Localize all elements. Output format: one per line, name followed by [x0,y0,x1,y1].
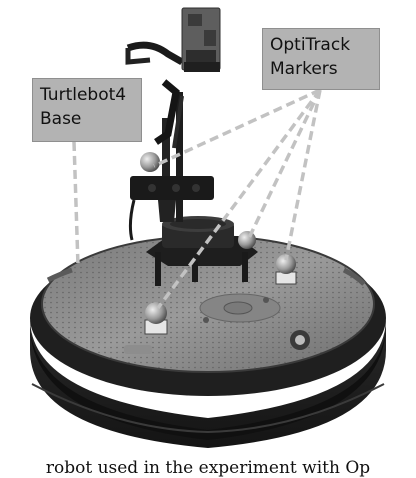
callout-markers-line1: OptiTrack [270,35,351,55]
leader-line-base [72,141,80,267]
figure-caption: robot used in the experiment with Op [45,458,371,478]
leader-line-marker-4 [284,89,322,261]
leader-line-marker-3 [156,88,322,310]
leader-line-marker-2 [246,89,322,241]
callout-markers-line2: Markers [270,59,338,79]
leader-lines [72,88,322,310]
callout-optitrack-markers: OptiTrack Markers [262,28,380,90]
leader-line-marker-1 [153,88,321,168]
callout-turtlebot4-base: Turtlebot4 Base [32,78,142,142]
callout-base-line2: Base [40,109,82,129]
callout-base-line1: Turtlebot4 [40,85,127,105]
camera-arm [125,41,214,241]
turtlebot-base [30,235,386,448]
circuit-board [181,7,221,72]
